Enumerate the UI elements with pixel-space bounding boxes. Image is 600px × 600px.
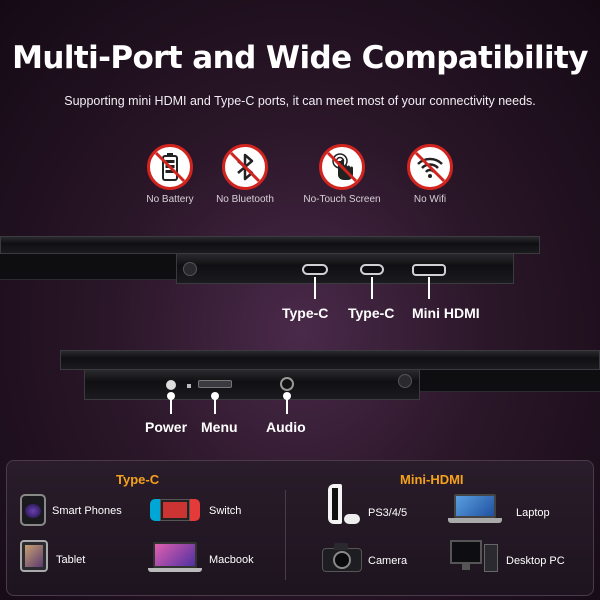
device-port-strip (176, 254, 514, 284)
macbook-icon (148, 542, 202, 572)
device-label: Smart Phones (52, 505, 122, 517)
desktop-pc-icon (450, 538, 498, 574)
screw (183, 262, 197, 276)
no-wifi-icon (407, 144, 453, 190)
device-top-edge (0, 236, 540, 254)
control-label-menu: Menu (201, 419, 238, 435)
no-bluetooth-icon (222, 144, 268, 190)
indicator-light (187, 384, 191, 388)
pointer-dot (167, 392, 175, 400)
pointer-dot (211, 392, 219, 400)
device-label: Tablet (56, 554, 86, 566)
feature-label: No Bluetooth (216, 194, 274, 205)
device-label: Camera (368, 555, 408, 567)
pointer-line (314, 277, 316, 299)
device-top-rail (0, 254, 176, 280)
page-subtitle: Supporting mini HDMI and Type-C ports, i… (64, 94, 536, 108)
control-label-audio: Audio (266, 419, 306, 435)
ps5-icon (326, 484, 362, 526)
compatibility-panel (6, 460, 594, 596)
feature-no-battery: No Battery (125, 144, 215, 205)
no-touch-icon (319, 144, 365, 190)
type-c-port-2 (360, 264, 384, 275)
switch-icon (150, 499, 200, 521)
type-c-port-1 (302, 264, 328, 275)
feature-label: No-Touch Screen (303, 194, 381, 205)
mini-hdmi-section-title: Mini-HDMI (400, 472, 464, 487)
feature-no-bluetooth: No Bluetooth (200, 144, 290, 205)
feature-no-wifi: No Wifi (385, 144, 475, 205)
pointer-line (286, 398, 288, 414)
device-label: Switch (209, 505, 242, 517)
feature-no-touch: No-Touch Screen (297, 144, 387, 205)
camera-icon (322, 542, 362, 572)
control-label-power: Power (145, 419, 188, 435)
panel-divider (285, 490, 286, 580)
device-label: Laptop (516, 507, 550, 519)
menu-rocker[interactable] (198, 380, 232, 388)
device-label: Macbook (209, 554, 254, 566)
port-label-type-c-2: Type-C (348, 305, 395, 321)
device-label: Desktop PC (506, 555, 565, 567)
pointer-dot (283, 392, 291, 400)
pointer-line (428, 277, 430, 299)
mini-hdmi-port (412, 264, 446, 276)
pointer-line (214, 398, 216, 414)
port-label-type-c-1: Type-C (282, 305, 329, 321)
device-bottom-rail (420, 370, 600, 392)
feature-label: No Battery (146, 194, 194, 205)
type-c-section-title: Type-C (116, 472, 160, 487)
audio-jack (280, 377, 294, 391)
port-label-mini-hdmi: Mini HDMI (412, 305, 480, 321)
device-bottom-edge (60, 350, 600, 370)
feature-label: No Wifi (413, 194, 447, 205)
smartphone-icon (20, 494, 46, 526)
screw (398, 374, 412, 388)
pointer-line (170, 398, 172, 414)
power-button[interactable] (166, 380, 176, 390)
laptop-icon (448, 494, 502, 524)
tablet-icon (20, 540, 48, 572)
page-title: Multi-Port and Wide Compatibility (12, 40, 588, 76)
device-label: PS3/4/5 (368, 507, 408, 519)
device-control-strip (84, 370, 420, 400)
no-battery-icon (147, 144, 193, 190)
pointer-line (371, 277, 373, 299)
